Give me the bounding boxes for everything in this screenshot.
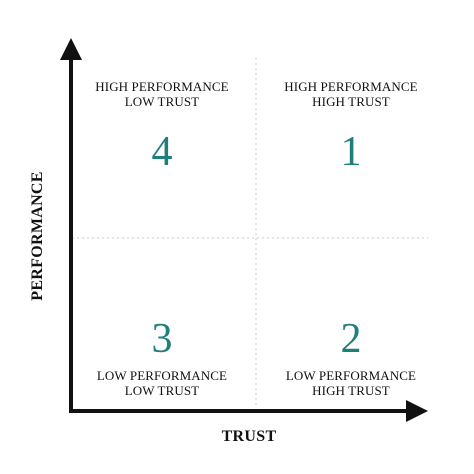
quadrant-bottom-left-line1: LOW PERFORMANCE: [96, 368, 228, 383]
quadrant-bottom-right-label: LOW PERFORMANCE HIGH TRUST: [261, 368, 441, 398]
x-axis-arrowhead: [406, 400, 428, 422]
quadrant-top-left-line1: HIGH PERFORMANCE: [95, 79, 229, 94]
quadrant-bottom-left-label: LOW PERFORMANCE LOW TRUST: [72, 368, 252, 398]
quadrant-bottom-left-number: 3: [151, 316, 173, 362]
quadrant-bottom-right-line2: HIGH TRUST: [312, 383, 390, 398]
y-axis-arrowhead: [60, 38, 82, 60]
quadrant-top-right-number: 1: [340, 129, 362, 175]
quadrant-top-right-label: HIGH PERFORMANCE HIGH TRUST: [261, 79, 441, 109]
quadrant-top-right-line2: HIGH TRUST: [312, 94, 390, 109]
y-axis-label: PERFORMANCE: [29, 171, 46, 301]
quadrant-top-right-line1: HIGH PERFORMANCE: [284, 79, 418, 94]
quadrant-top-left-label: HIGH PERFORMANCE LOW TRUST: [72, 79, 252, 109]
quadrant-top-left-line2: LOW TRUST: [124, 94, 200, 109]
quadrant-bottom-right-number: 2: [340, 316, 362, 362]
quadrant-top-left-number: 4: [151, 129, 173, 175]
quadrant-bottom-right-line1: LOW PERFORMANCE: [285, 368, 417, 383]
x-axis-label: TRUST: [221, 428, 277, 445]
quadrant-bottom-left-line2: LOW TRUST: [124, 383, 200, 398]
